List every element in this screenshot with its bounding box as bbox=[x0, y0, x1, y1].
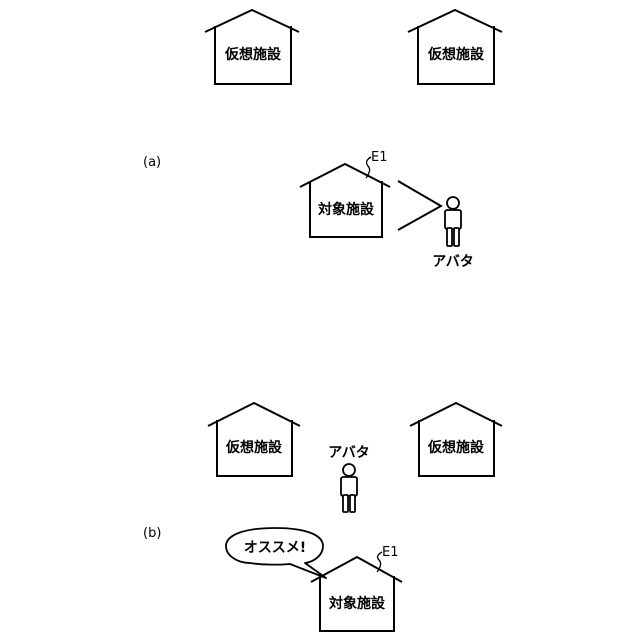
panel-a: 仮想施設 仮想施設 (a) 対象施設 E1 アバタ bbox=[143, 10, 502, 270]
virtual-facility-house: 仮想施設 bbox=[410, 403, 502, 476]
speech-bubble: オススメ! bbox=[226, 528, 326, 578]
virtual-facility-house: 仮想施設 bbox=[208, 403, 300, 476]
target-ref-label: E1 bbox=[371, 150, 388, 165]
target-facility-house: 対象施設 bbox=[300, 164, 390, 237]
virtual-facility-house: 仮想施設 bbox=[408, 10, 502, 84]
avatar-label: アバタ bbox=[328, 445, 369, 461]
target-facility-label: 対象施設 bbox=[328, 595, 386, 612]
view-cone bbox=[398, 181, 441, 230]
speech-text: オススメ! bbox=[244, 540, 306, 556]
panel-a-label: (a) bbox=[143, 155, 161, 170]
panel-b: 仮想施設 仮想施設 アバタ (b) オススメ! 対象施設 E1 bbox=[143, 403, 502, 631]
virtual-facility-house: 仮想施設 bbox=[205, 10, 299, 84]
avatar-figure bbox=[445, 197, 461, 246]
virtual-facility-label: 仮想施設 bbox=[224, 46, 282, 63]
panel-b-label: (b) bbox=[143, 526, 161, 541]
virtual-facility-label: 仮想施設 bbox=[225, 439, 283, 456]
avatar-label: アバタ bbox=[432, 254, 473, 270]
virtual-facility-label: 仮想施設 bbox=[427, 439, 485, 456]
target-ref-label: E1 bbox=[382, 545, 399, 560]
target-facility-house: 対象施設 bbox=[311, 557, 402, 631]
avatar-figure bbox=[341, 464, 357, 512]
virtual-facility-label: 仮想施設 bbox=[427, 46, 485, 63]
target-facility-label: 対象施設 bbox=[317, 201, 375, 218]
